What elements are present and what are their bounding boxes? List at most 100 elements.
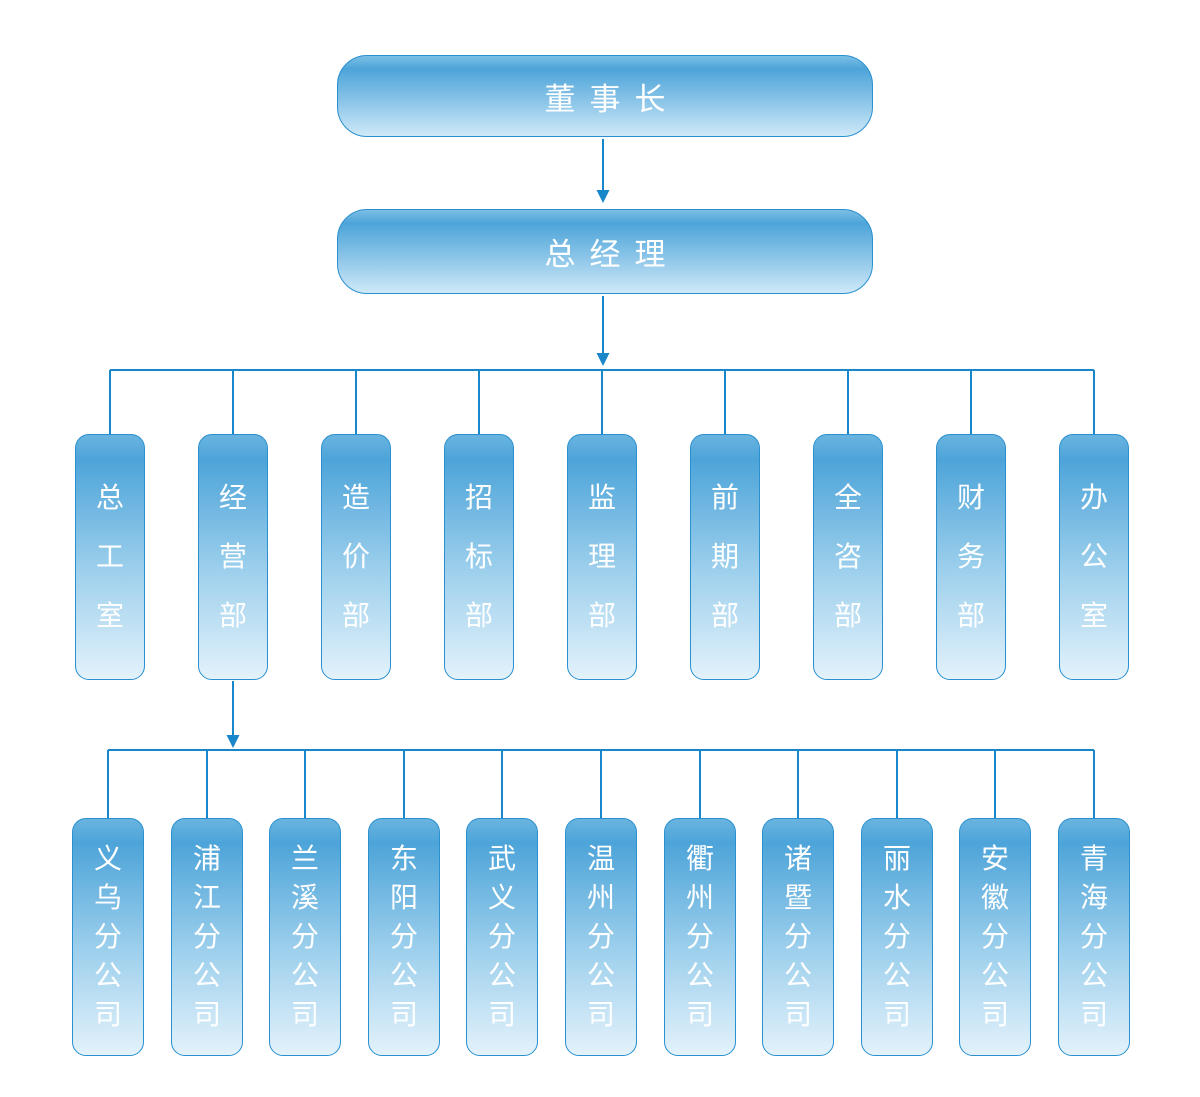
node-label-char: 室: [95, 600, 124, 631]
node-label-char: 造: [341, 482, 370, 513]
node-label-char: 全: [833, 482, 862, 513]
department-label: 总工室: [76, 435, 144, 679]
node-label-char: 兰: [290, 843, 319, 874]
department-node: 前期部: [690, 434, 760, 680]
node-label-char: 司: [93, 999, 122, 1030]
node-label-char: 丽: [882, 843, 911, 874]
department-node: 监理部: [567, 434, 637, 680]
branch-node: 武义分公司: [466, 818, 538, 1056]
node-label-char: 公: [685, 960, 714, 991]
node-label-char: 司: [783, 999, 812, 1030]
department-label: 财务部: [937, 435, 1005, 679]
node-label-char: 青: [1079, 843, 1108, 874]
branch-label: 浦江分公司: [172, 819, 242, 1055]
node-label-char: 营: [218, 541, 247, 572]
node-label-char: 温: [586, 843, 615, 874]
arrow-head-icon: [596, 353, 610, 366]
arrow-head-icon: [596, 190, 610, 203]
node-label-char: 前: [710, 482, 739, 513]
node-label-char: 司: [192, 999, 221, 1030]
node-label-char: 徽: [980, 882, 1009, 913]
branch-node: 温州分公司: [565, 818, 637, 1056]
node-label-char: 部: [833, 600, 862, 631]
node-label-char: 暨: [783, 882, 812, 913]
branch-node: 东阳分公司: [368, 818, 440, 1056]
node-label-char: 分: [685, 921, 714, 952]
department-label: 经营部: [199, 435, 267, 679]
branch-node: 丽水分公司: [861, 818, 933, 1056]
node-label-char: 务: [956, 541, 985, 572]
node-label-char: 公: [783, 960, 812, 991]
node-label-char: 公: [882, 960, 911, 991]
node-label-char: 分: [290, 921, 319, 952]
arrow-head-icon: [226, 735, 240, 748]
branch-node: 义乌分公司: [72, 818, 144, 1056]
node-label-char: 公: [93, 960, 122, 991]
department-node: 造价部: [321, 434, 391, 680]
node-label-char: 部: [710, 600, 739, 631]
node-label-char: 分: [783, 921, 812, 952]
node-label-char: 公: [290, 960, 319, 991]
node-label-char: 分: [882, 921, 911, 952]
node-label-char: 总: [95, 482, 124, 513]
node-label-char: 义: [487, 882, 516, 913]
node-label-char: 分: [487, 921, 516, 952]
node-label-char: 室: [1079, 600, 1108, 631]
node-label-char: 公: [487, 960, 516, 991]
node-label-char: 部: [464, 600, 493, 631]
branch-node: 诸暨分公司: [762, 818, 834, 1056]
node-label-char: 分: [93, 921, 122, 952]
node-label-char: 海: [1079, 882, 1108, 913]
department-node: 全咨部: [813, 434, 883, 680]
node-label-char: 乌: [93, 882, 122, 913]
branch-label: 衢州分公司: [665, 819, 735, 1055]
node-chairman-label: 董事长: [544, 81, 680, 117]
node-label-char: 司: [487, 999, 516, 1030]
node-label-char: 司: [882, 999, 911, 1030]
node-label-char: 分: [586, 921, 615, 952]
node-label-char: 办: [1079, 482, 1108, 513]
node-label-char: 财: [956, 482, 985, 513]
node-label-char: 公: [192, 960, 221, 991]
department-node: 招标部: [444, 434, 514, 680]
branch-label: 青海分公司: [1059, 819, 1129, 1055]
branch-label: 安徽分公司: [960, 819, 1030, 1055]
node-label-char: 咨: [833, 541, 862, 572]
branch-label: 诸暨分公司: [763, 819, 833, 1055]
node-label-char: 分: [980, 921, 1009, 952]
department-node: 经营部: [198, 434, 268, 680]
node-label-char: 理: [587, 541, 616, 572]
node-label-char: 招: [464, 482, 493, 513]
node-label-char: 公: [1079, 541, 1108, 572]
node-label-char: 衢: [685, 843, 714, 874]
node-label-char: 部: [956, 600, 985, 631]
branch-node: 兰溪分公司: [269, 818, 341, 1056]
branch-node: 安徽分公司: [959, 818, 1031, 1056]
node-label-char: 公: [586, 960, 615, 991]
node-label-char: 价: [341, 541, 370, 572]
node-chairman: 董事长: [337, 55, 873, 137]
node-label-char: 武: [487, 843, 516, 874]
branch-label: 义乌分公司: [73, 819, 143, 1055]
branch-label: 兰溪分公司: [270, 819, 340, 1055]
node-label-char: 州: [586, 882, 615, 913]
node-label-char: 义: [93, 843, 122, 874]
node-label-char: 司: [290, 999, 319, 1030]
department-label: 全咨部: [814, 435, 882, 679]
node-label-char: 分: [389, 921, 418, 952]
node-label-char: 浦: [192, 843, 221, 874]
branch-label: 丽水分公司: [862, 819, 932, 1055]
department-label: 监理部: [568, 435, 636, 679]
branch-label: 东阳分公司: [369, 819, 439, 1055]
node-label-char: 司: [389, 999, 418, 1030]
department-label: 办公室: [1060, 435, 1128, 679]
node-label-char: 公: [389, 960, 418, 991]
branch-label: 温州分公司: [566, 819, 636, 1055]
department-label: 造价部: [322, 435, 390, 679]
node-label-char: 溪: [290, 882, 319, 913]
department-label: 前期部: [691, 435, 759, 679]
node-label-char: 公: [1079, 960, 1108, 991]
node-label-char: 公: [980, 960, 1009, 991]
node-label-char: 部: [218, 600, 247, 631]
